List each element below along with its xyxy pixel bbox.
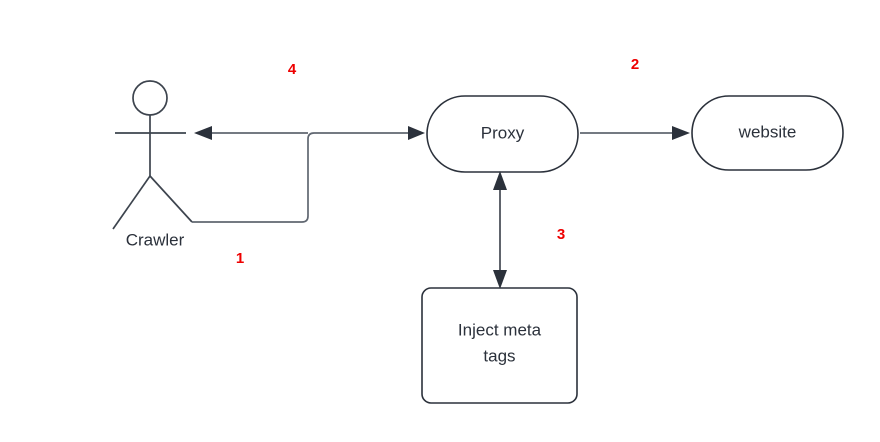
actor-left-leg-line	[112, 175, 151, 230]
step-number-4: 4	[288, 61, 297, 78]
crawler-label: Crawler	[126, 230, 185, 249]
edge-1-arrowhead-icon	[408, 126, 425, 140]
proxy-box-shape	[426, 95, 579, 173]
edge-4-arrowhead-icon	[194, 126, 212, 140]
actor-right-leg-line	[149, 175, 193, 223]
edge-proxy-to-website[interactable]	[580, 126, 690, 140]
node-proxy[interactable]: Proxy	[426, 95, 579, 173]
node-website[interactable]: website	[691, 95, 844, 171]
crawler-actor[interactable]: Crawler	[112, 80, 193, 249]
node-inject-meta-tags[interactable]: Inject meta tags	[421, 287, 578, 404]
edge-proxy-to-inject[interactable]	[493, 171, 507, 289]
edge-3-arrowhead-up-icon	[493, 171, 507, 190]
edge-1-path	[192, 132, 417, 223]
edge-2-arrowhead-icon	[672, 126, 690, 140]
inject-meta-tags-label-line2: tags	[483, 346, 515, 365]
step-number-2: 2	[631, 56, 639, 73]
edge-crawler-to-proxy[interactable]	[192, 126, 425, 223]
proxy-label: Proxy	[481, 123, 525, 142]
website-label: website	[738, 122, 797, 141]
edge-3-arrowhead-down-icon	[493, 270, 507, 289]
inject-meta-tags-label-line1: Inject meta	[458, 320, 542, 339]
website-box-shape	[691, 95, 844, 171]
step-number-1: 1	[236, 250, 244, 267]
edge-proxy-to-crawler[interactable]	[194, 126, 308, 140]
actor-head-icon	[132, 80, 168, 116]
step-number-3: 3	[557, 226, 565, 243]
inject-meta-tags-box-shape	[421, 287, 578, 404]
